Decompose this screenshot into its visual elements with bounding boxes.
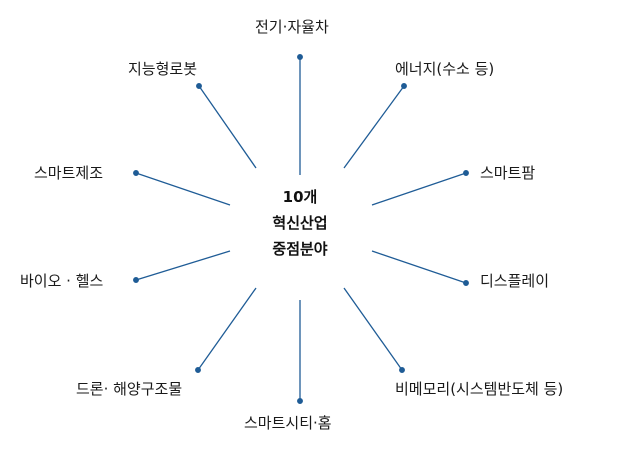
spoke-dot-n6 <box>297 398 303 404</box>
node-label-n6: 스마트시티·홈 <box>244 414 332 432</box>
node-label-n8: 바이오 · 헬스 <box>20 272 104 290</box>
spoke-line-n2 <box>343 85 405 169</box>
spoke-dot-n5 <box>399 367 405 373</box>
node-label-n5: 비메모리(시스템반도체 등) <box>395 380 564 398</box>
node-label-n10: 지능형로봇 <box>128 60 198 78</box>
spoke-line-n8 <box>135 250 231 281</box>
spoke-line-n9 <box>135 172 231 206</box>
spoke-dot-n8 <box>133 277 139 283</box>
spoke-line-n5 <box>343 287 403 371</box>
spoke-dot-n9 <box>133 170 139 176</box>
center-line-2: 혁신산업 <box>272 214 328 232</box>
spoke-dot-n4 <box>463 280 469 286</box>
spoke-line-n4 <box>371 250 467 284</box>
spoke-dot-n10 <box>196 83 202 89</box>
node-label-n7: 드론· 해양구조물 <box>76 380 183 398</box>
spoke-dot-n7 <box>195 367 201 373</box>
spoke-line-n3 <box>371 172 467 206</box>
node-label-n4: 디스플레이 <box>480 272 550 290</box>
center-line-3: 중점분야 <box>272 240 328 258</box>
node-label-n2: 에너지(수소 등) <box>395 60 495 78</box>
spoke-dot-n1 <box>297 54 303 60</box>
node-label-n9: 스마트제조 <box>34 164 104 182</box>
node-label-n3: 스마트팜 <box>480 164 536 182</box>
node-label-n1: 전기·자율차 <box>255 18 329 36</box>
spoke-line-n10 <box>198 85 257 169</box>
center-label: 10개 혁신산업 중점분야 <box>230 184 370 262</box>
center-line-1: 10개 <box>282 188 318 206</box>
spoke-dot-n2 <box>401 83 407 89</box>
spoke-dot-n3 <box>463 170 469 176</box>
spoke-line-n7 <box>197 287 257 371</box>
